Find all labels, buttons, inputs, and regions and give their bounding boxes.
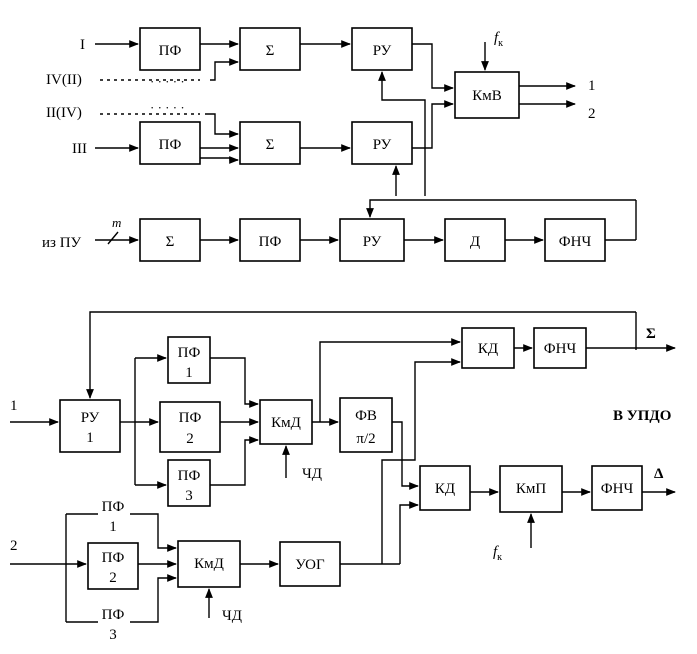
- svg-text:КмД: КмД: [194, 556, 224, 572]
- svg-text:КмВ: КмВ: [472, 88, 502, 104]
- svg-text:РУ: РУ: [363, 234, 382, 250]
- svg-text:ПФ: ПФ: [259, 234, 282, 250]
- svg-text:ПФ: ПФ: [159, 137, 182, 153]
- svg-text:Д: Д: [470, 234, 480, 250]
- uog-block: УОГ: [279, 541, 341, 587]
- fnch-block-sigma: ФНЧ: [533, 327, 587, 369]
- svg-text:1: 1: [109, 519, 117, 535]
- sum-block-row3: Σ: [139, 218, 201, 262]
- kmd-block-2: КмД: [177, 540, 241, 588]
- delta-output-label: Δ: [654, 466, 664, 482]
- input-label-b2: 2: [10, 538, 18, 554]
- detector-block: Д: [444, 218, 506, 262]
- svg-text:Σ: Σ: [266, 43, 275, 59]
- output-label-2: 2: [588, 106, 596, 122]
- pf-block-row3: ПФ: [239, 218, 301, 262]
- svg-text:ПФ: ПФ: [102, 499, 125, 515]
- svg-text:ФНЧ: ФНЧ: [544, 341, 577, 357]
- svg-text:РУ: РУ: [373, 137, 392, 153]
- kmd-block-1: КмД: [259, 399, 313, 445]
- sum-block-top-2: Σ: [239, 121, 301, 165]
- sum-block-top-1: Σ: [239, 27, 301, 71]
- pf1-block: ПФ 1: [167, 336, 211, 384]
- svg-text:КмП: КмП: [516, 481, 546, 497]
- ru-block-top-1: РУ: [351, 27, 413, 71]
- svg-text:ФНЧ: ФНЧ: [559, 234, 592, 250]
- pf-block-top-2: ПФ: [139, 121, 201, 165]
- ru1-block: РУ 1: [59, 399, 121, 453]
- fv-block: ФВ π/2: [339, 397, 393, 453]
- input-label-4-2: IV(II): [46, 72, 82, 88]
- pf2-block: ПФ 2: [159, 401, 221, 453]
- pf3-text-b: ПФ 3: [102, 607, 125, 643]
- kmv-block: КмВ: [454, 71, 520, 119]
- svg-text:ФНЧ: ФНЧ: [601, 481, 634, 497]
- pf-block-top-1: ПФ: [139, 27, 201, 71]
- svg-text:2: 2: [109, 570, 117, 586]
- pf1-text-b: ПФ 1: [102, 499, 125, 535]
- to-updo-label: В УПДО: [613, 408, 671, 424]
- svg-text:ФВ: ФВ: [355, 408, 377, 424]
- fnch-block-delta: ФНЧ: [591, 465, 643, 511]
- svg-text:3: 3: [109, 627, 117, 643]
- fnch-block-row3: ФНЧ: [544, 218, 606, 262]
- fk-label-bottom: fк: [493, 544, 502, 563]
- svg-text:3: 3: [185, 488, 193, 504]
- ru-block-top-2: РУ: [351, 121, 413, 165]
- sigma-output-label: Σ: [646, 326, 656, 342]
- dots-2: · · · · ·: [150, 100, 185, 115]
- svg-text:РУ: РУ: [373, 43, 392, 59]
- ru-block-row3: РУ: [339, 218, 405, 262]
- svg-text:КД: КД: [435, 481, 455, 497]
- kd-block-top: КД: [461, 327, 515, 369]
- svg-text:Σ: Σ: [266, 137, 275, 153]
- svg-text:УОГ: УОГ: [295, 557, 325, 573]
- input-label-2-4: II(IV): [46, 105, 82, 121]
- svg-text:ПФ: ПФ: [102, 607, 125, 623]
- svg-text:ПФ: ПФ: [179, 410, 202, 426]
- svg-text:π/2: π/2: [356, 431, 375, 447]
- chd-label-2: ЧД: [222, 608, 242, 624]
- input-label-3: III: [72, 141, 87, 157]
- svg-text:РУ: РУ: [81, 410, 100, 426]
- fk-label-top: fк: [494, 30, 503, 49]
- input-label-b1: 1: [10, 398, 18, 414]
- svg-text:ПФ: ПФ: [102, 550, 125, 566]
- svg-text:КмД: КмД: [271, 415, 301, 431]
- output-label-1: 1: [588, 78, 596, 94]
- pf2-block-b: ПФ 2: [87, 542, 139, 590]
- chd-label-1: ЧД: [302, 466, 322, 482]
- svg-text:1: 1: [86, 430, 94, 446]
- svg-text:1: 1: [185, 365, 193, 381]
- kd-block-bottom: КД: [419, 465, 471, 511]
- svg-text:ПФ: ПФ: [178, 468, 201, 484]
- input-label-1: I: [80, 37, 85, 53]
- dots-1: · · · · ·: [150, 74, 185, 89]
- from-pu-label: из ПУ: [42, 235, 82, 251]
- svg-text:Σ: Σ: [166, 234, 175, 250]
- kmp-block: КмП: [499, 465, 563, 513]
- m-label: m: [112, 215, 121, 230]
- pf3-block: ПФ 3: [167, 459, 211, 507]
- svg-text:ПФ: ПФ: [159, 43, 182, 59]
- svg-text:ПФ: ПФ: [178, 345, 201, 361]
- svg-text:2: 2: [186, 431, 194, 447]
- svg-text:КД: КД: [478, 341, 498, 357]
